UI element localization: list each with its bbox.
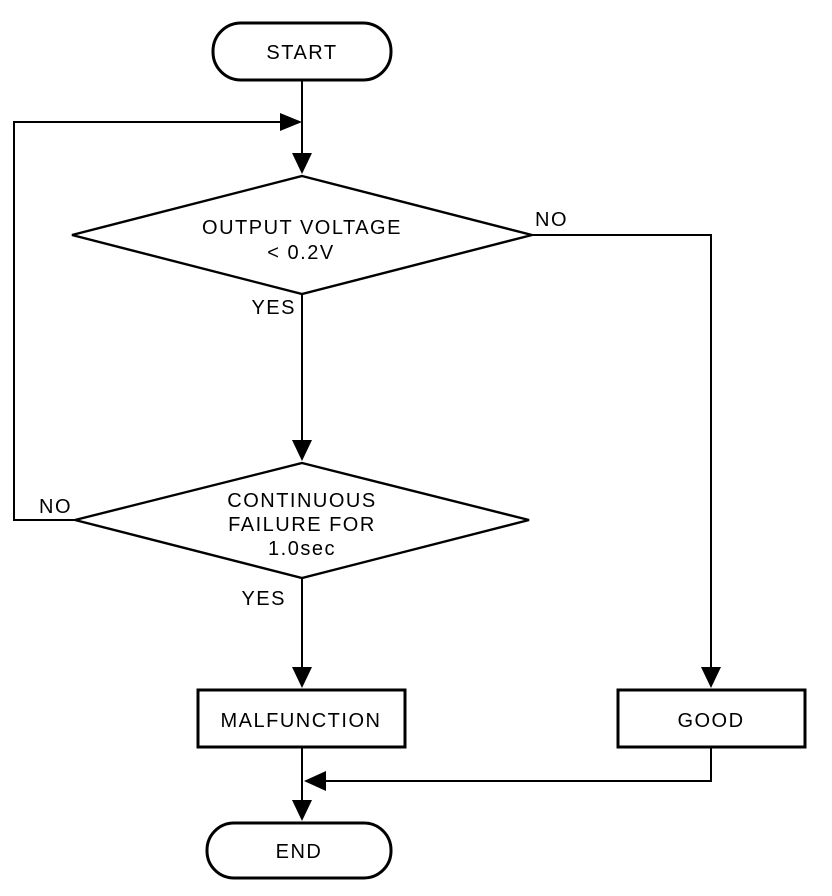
edge-decision1-no-to-good (532, 234, 712, 667)
good-process-shape (616, 688, 807, 749)
arrowhead-into-decision2 (292, 440, 312, 461)
arrowhead-into-good (701, 667, 721, 688)
arrowhead-loopback-right (280, 113, 302, 131)
decision-output-voltage-line2: < 0.2V (267, 242, 334, 264)
decision1-yes-label: YES (251, 297, 296, 319)
decision1-no-label: NO (535, 209, 568, 231)
decision-output-voltage-line1: OUTPUT VOLTAGE (202, 217, 402, 239)
decision-continuous-failure-node: CONTINUOUS FAILURE FOR 1.0sec (74, 461, 530, 580)
arrowhead-into-malfunction (292, 667, 312, 688)
end-terminator-shape (205, 821, 393, 880)
decision-continuous-failure-line1: CONTINUOUS (227, 490, 376, 512)
good-node: GOOD (616, 688, 807, 749)
decision2-no-label: NO (39, 496, 72, 518)
decision-continuous-failure-line2: FAILURE FOR (228, 514, 376, 536)
malfunction-process-shape (196, 688, 407, 749)
malfunction-label: MALFUNCTION (221, 710, 382, 732)
malfunction-node: MALFUNCTION (196, 688, 407, 749)
arrowhead-into-decision1 (292, 153, 312, 174)
end-node: END (205, 821, 393, 880)
arrowhead-into-end (292, 800, 312, 821)
start-label: START (266, 42, 337, 64)
end-label: END (276, 841, 323, 863)
edge-decision2-no-loopback (13, 121, 280, 521)
decision-output-voltage-node: OUTPUT VOLTAGE < 0.2V (71, 174, 533, 296)
start-node: START (211, 21, 393, 82)
decision-continuous-failure-line3: 1.0sec (268, 538, 336, 560)
arrowhead-merge-left (304, 771, 326, 791)
start-terminator-shape (211, 21, 393, 82)
decision2-yes-label: YES (241, 588, 286, 610)
decision-continuous-failure-shape (74, 461, 530, 580)
decision-output-voltage-shape (71, 174, 533, 296)
edge-good-to-merge (326, 748, 712, 782)
good-label: GOOD (677, 710, 744, 732)
